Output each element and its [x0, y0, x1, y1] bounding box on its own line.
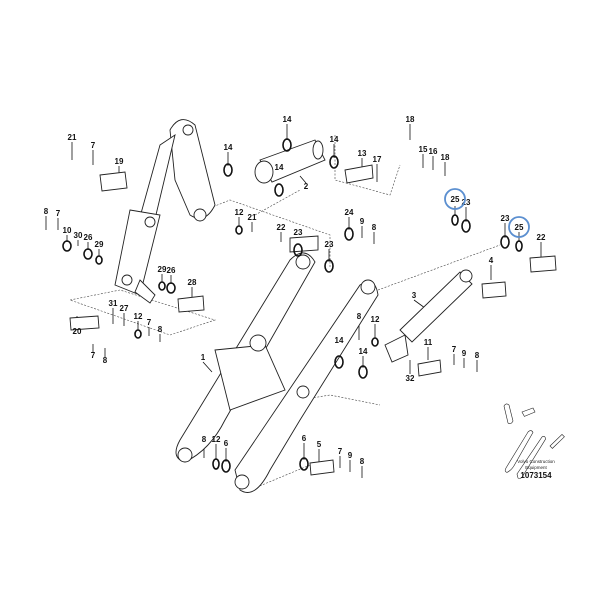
callout[interactable]: 7 — [147, 318, 152, 327]
callout[interactable]: 30 — [74, 231, 83, 240]
callout[interactable]: 12 — [134, 312, 143, 321]
brand-line1: Volvo Construction — [517, 459, 555, 464]
callout[interactable]: 8 — [202, 435, 207, 444]
callout[interactable]: 28 — [188, 278, 197, 287]
callout[interactable]: 21 — [248, 213, 257, 222]
callout[interactable]: 29 — [158, 265, 167, 274]
bell-crank — [114, 119, 216, 304]
callout-highlighted[interactable]: 25 — [451, 195, 460, 204]
callout[interactable]: 14 — [224, 143, 233, 152]
callout[interactable]: 26 — [84, 233, 93, 242]
callout[interactable]: 14 — [335, 336, 344, 345]
callout[interactable]: 8 — [360, 457, 365, 466]
callout[interactable]: 16 — [429, 147, 438, 156]
callout[interactable]: 7 — [56, 209, 61, 218]
callout[interactable]: 23 — [294, 228, 303, 237]
callout[interactable]: 15 — [419, 145, 428, 154]
callout[interactable]: 8 — [475, 351, 480, 360]
callout[interactable]: 3 — [412, 291, 417, 300]
seal-rings — [62, 138, 523, 473]
callout[interactable]: 18 — [441, 153, 450, 162]
callout[interactable]: 20 — [73, 327, 82, 336]
callout[interactable]: 24 — [345, 208, 354, 217]
callout[interactable]: 1 — [201, 353, 206, 362]
callout[interactable]: 7 — [452, 345, 457, 354]
callout[interactable]: 26 — [167, 266, 176, 275]
callout[interactable]: 19 — [115, 157, 124, 166]
overview-thumbnail — [503, 403, 565, 479]
callout[interactable]: 2 — [304, 182, 309, 191]
callout[interactable]: 9 — [360, 217, 365, 226]
callout[interactable]: 12 — [371, 315, 380, 324]
callout[interactable]: 7 — [91, 351, 96, 360]
lift-cylinder — [384, 269, 473, 363]
tilt-cylinder — [254, 139, 326, 184]
lift-arm — [175, 252, 379, 493]
callout[interactable]: 14 — [275, 163, 284, 172]
callout[interactable]: 7 — [91, 141, 96, 150]
callout[interactable]: 23 — [325, 240, 334, 249]
callout[interactable]: 13 — [358, 149, 367, 158]
callout[interactable]: 7 — [338, 447, 343, 456]
callout[interactable]: 23 — [501, 214, 510, 223]
callout[interactable]: 12 — [235, 208, 244, 217]
callout[interactable]: 29 — [95, 240, 104, 249]
brand-line2: Equipment — [525, 465, 547, 470]
callout[interactable]: 21 — [68, 133, 77, 142]
callout[interactable]: 6 — [302, 434, 307, 443]
callout[interactable]: 14 — [330, 135, 339, 144]
document-number: 1073154 — [520, 471, 552, 480]
callout[interactable]: 27 — [120, 304, 129, 313]
callout[interactable]: 8 — [44, 207, 49, 216]
callout[interactable]: 10 — [63, 226, 72, 235]
callout[interactable]: 12 — [212, 435, 221, 444]
callout-labels: 21 7 19 14 14 14 8 7 10 30 26 29 12 21 2… — [44, 115, 546, 466]
highlight-circle — [508, 216, 530, 238]
callout[interactable]: 17 — [373, 155, 382, 164]
callout[interactable]: 18 — [406, 115, 415, 124]
highlight-circles — [444, 188, 530, 238]
callout[interactable]: 14 — [283, 115, 292, 124]
callout[interactable]: 5 — [317, 440, 322, 449]
callout-highlighted[interactable]: 25 — [515, 223, 524, 232]
highlight-circle — [444, 188, 466, 210]
callout[interactable]: 4 — [489, 256, 494, 265]
callout[interactable]: 9 — [462, 349, 467, 358]
callout[interactable]: 8 — [372, 223, 377, 232]
callout[interactable]: 32 — [406, 374, 415, 383]
callout[interactable]: 11 — [424, 338, 433, 347]
callout[interactable]: 9 — [348, 451, 353, 460]
callout[interactable]: 8 — [357, 312, 362, 321]
callout[interactable]: 14 — [359, 347, 368, 356]
callout[interactable]: 6 — [224, 439, 229, 448]
callout[interactable]: 23 — [462, 198, 471, 207]
callout[interactable]: 8 — [103, 356, 108, 365]
callout[interactable]: 22 — [277, 223, 286, 232]
pins — [69, 164, 557, 476]
callout[interactable]: 8 — [158, 325, 163, 334]
callout[interactable]: 22 — [537, 233, 546, 242]
callout[interactable]: 31 — [109, 299, 118, 308]
